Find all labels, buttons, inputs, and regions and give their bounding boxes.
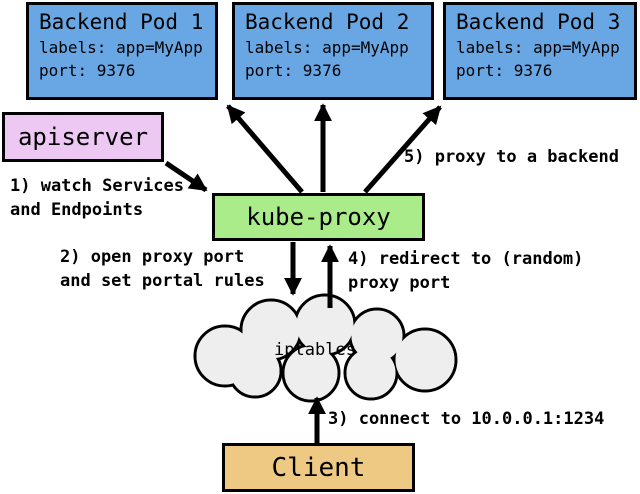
pod-title: Backend Pod 3 bbox=[456, 10, 621, 34]
iptables-cloud: iptables bbox=[193, 293, 458, 403]
pod-labels: labels: app=MyApp bbox=[245, 38, 409, 57]
pod-title: Backend Pod 1 bbox=[39, 10, 204, 34]
pod-port: port: 9376 bbox=[456, 61, 553, 80]
kube-proxy-box: kube-proxy bbox=[212, 193, 425, 241]
step5-proxy-backend-label: 5) proxy to a backend bbox=[404, 147, 619, 167]
kube-proxy-label: kube-proxy bbox=[246, 203, 391, 231]
pod-port: port: 9376 bbox=[39, 61, 136, 80]
client-box: Client bbox=[222, 443, 415, 492]
pod-port: port: 9376 bbox=[245, 61, 342, 80]
pod-labels: labels: app=MyApp bbox=[456, 38, 620, 57]
client-label: Client bbox=[271, 452, 366, 483]
backend-pod-1-box: Backend Pod 1 labels: app=MyApp port: 93… bbox=[26, 2, 218, 100]
backend-pod-2-box: Backend Pod 2 labels: app=MyApp port: 93… bbox=[232, 2, 434, 100]
step1-watch-services-label: 1) watch Services and Endpoints bbox=[10, 176, 184, 220]
step4-redirect-label: 4) redirect to (random) proxy port bbox=[348, 249, 584, 293]
pod-labels: labels: app=MyApp bbox=[39, 38, 203, 57]
backend-pod-3-box: Backend Pod 3 labels: app=MyApp port: 93… bbox=[443, 2, 637, 100]
apiserver-label: apiserver bbox=[17, 123, 149, 151]
iptables-label: iptables bbox=[274, 340, 356, 360]
step2-open-proxy-port-label: 2) open proxy port and set portal rules bbox=[60, 247, 265, 291]
arrow-kubeproxy-to-pod1 bbox=[226, 104, 304, 194]
pod-title: Backend Pod 2 bbox=[245, 10, 410, 34]
apiserver-box: apiserver bbox=[2, 112, 164, 162]
step3-connect-label: 3) connect to 10.0.0.1:1234 bbox=[328, 409, 605, 429]
